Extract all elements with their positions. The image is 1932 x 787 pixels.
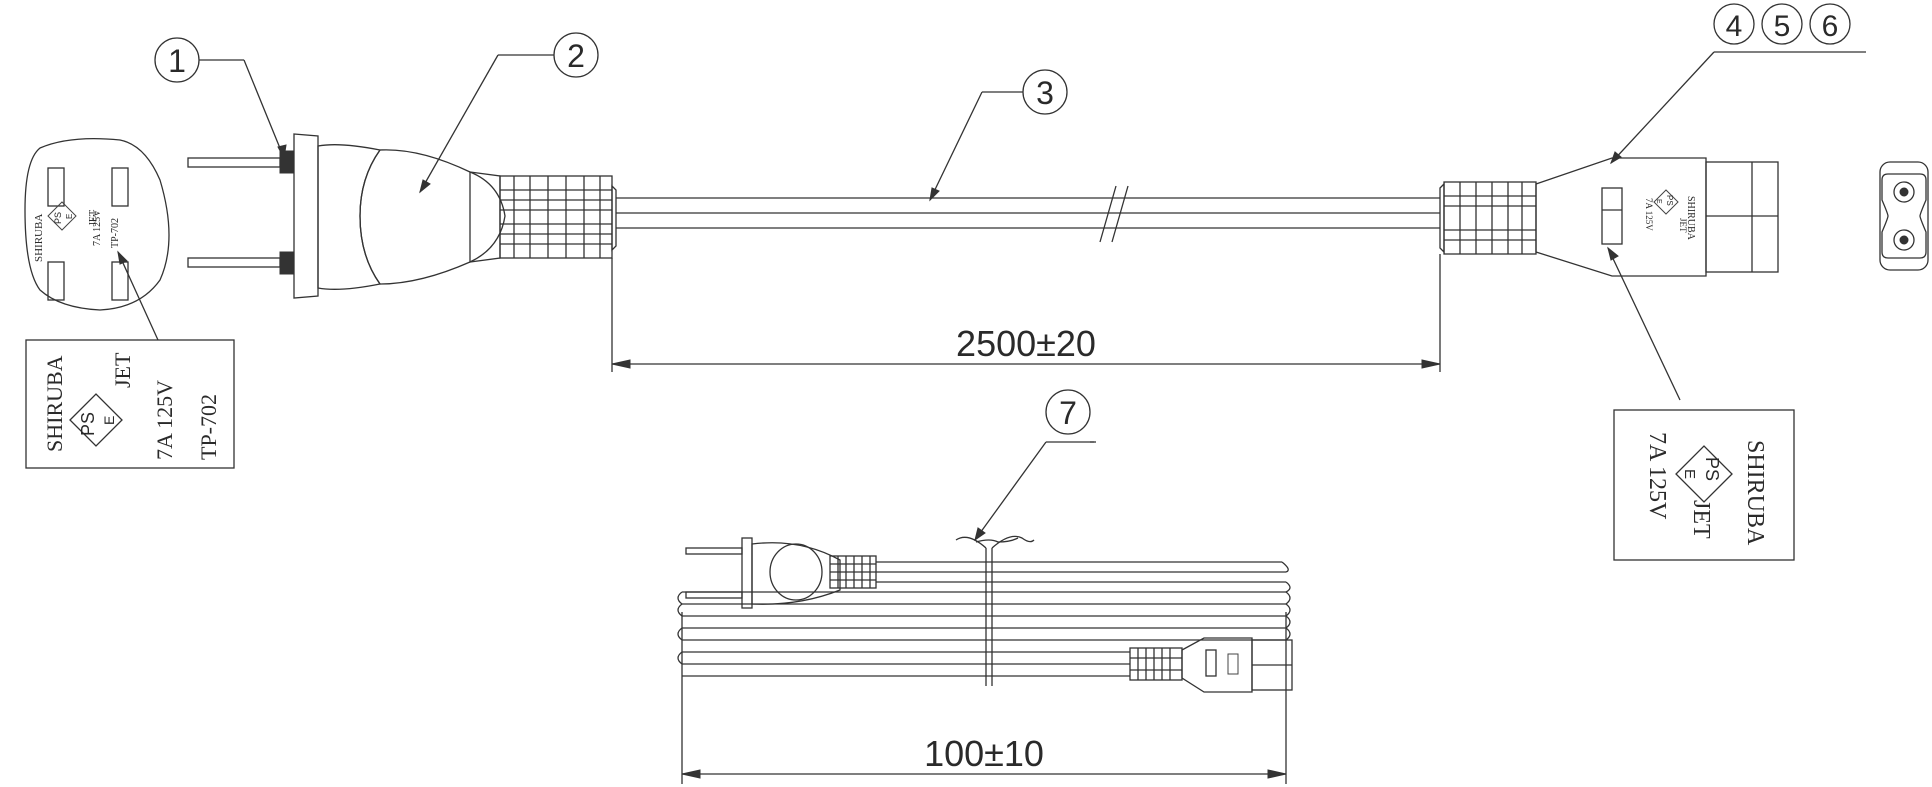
connector-side-brand: SHIRUBA	[1685, 196, 1696, 241]
bundle-plug-prong-bottom	[685, 591, 743, 599]
plug-slot-bottom	[47, 261, 65, 301]
callout-6-label: 6	[1822, 10, 1839, 43]
cord-break-mark	[1099, 185, 1117, 243]
connector-side-jet: JET	[1678, 218, 1688, 233]
connector-box-e: E	[1681, 469, 1698, 479]
cord-length-dimension: 2500±20	[611, 254, 1441, 372]
bundle-length-label: 100±10	[924, 733, 1044, 774]
connector-body	[1535, 157, 1707, 277]
connector-box-ps: PS	[1702, 457, 1722, 481]
connector-side-e: E	[1655, 199, 1662, 204]
plug-box-ps: PS	[78, 412, 98, 436]
plug-face-model: TP-702	[110, 218, 121, 248]
callout-5-label: 5	[1774, 10, 1791, 43]
plug-strain-relief	[499, 175, 617, 259]
callout-2-label: 2	[567, 38, 585, 74]
plug-box-brand: SHIRUBA	[42, 355, 67, 452]
connector-window	[1601, 187, 1623, 245]
connector-strain-relief	[1439, 181, 1537, 255]
callout-3-label: 3	[1036, 75, 1054, 111]
cord-length-label: 2500±20	[956, 323, 1096, 364]
plug-slot-top	[47, 167, 65, 207]
callout-1-label: 1	[168, 43, 186, 79]
plug-box-model: TP-702	[196, 394, 221, 460]
bundle-tie	[955, 535, 1035, 686]
callout-2: 2	[419, 32, 599, 194]
connector-side-view: SHIRUBA PS E 7A 125V JET	[1439, 157, 1779, 401]
cord	[616, 185, 1440, 243]
plug-side-view	[187, 133, 617, 299]
plug-box-jet: JET	[110, 352, 135, 388]
plug-face-view: SHIRUBA PS E JET 7A 125V TP-702	[24, 137, 170, 341]
connector-box-jet: JET	[1688, 500, 1714, 539]
callout-1: 1	[154, 37, 287, 160]
callout-7-label: 7	[1059, 395, 1077, 431]
plug-face-rating: 7A 125V	[92, 209, 103, 246]
plug-marking-box: SHIRUBA PS E JET 7A 125V TP-702	[25, 339, 235, 469]
connector-side-ps: PS	[1665, 195, 1674, 206]
connector-head	[1705, 161, 1779, 273]
plug-face-brand: SHIRUBA	[33, 214, 45, 262]
connector-box-rating: 7A 125V	[1644, 432, 1670, 520]
connector-side-rating: 7A 125V	[1644, 198, 1654, 231]
plug-face-e: E	[65, 214, 74, 219]
plug-box-rating: 7A 125V	[152, 380, 177, 460]
plug-face-ps: PS	[53, 212, 63, 224]
callout-4-label: 4	[1726, 10, 1743, 43]
plug-box-e: E	[101, 416, 117, 425]
bundle-length-dimension: 100±10	[681, 612, 1287, 784]
plug-base-plate	[293, 133, 319, 299]
callout-7: 7	[974, 389, 1096, 542]
connector-face-view	[1879, 161, 1929, 271]
bundled-cord-view	[677, 535, 1293, 693]
plug-face-jet: JET	[88, 210, 99, 226]
connector-box-brand: SHIRUBA	[1742, 440, 1768, 546]
plug-prong-bottom	[187, 257, 281, 268]
callout-4-5-6: 4 5 6	[1610, 3, 1866, 165]
bundle-plug-prong-top	[685, 547, 743, 555]
bundle-loops	[677, 561, 1291, 677]
callout-3: 3	[929, 69, 1068, 202]
connector-marking-box: SHIRUBA PS E JET 7A 125V	[1613, 409, 1795, 561]
plug-prong-top	[187, 157, 281, 168]
